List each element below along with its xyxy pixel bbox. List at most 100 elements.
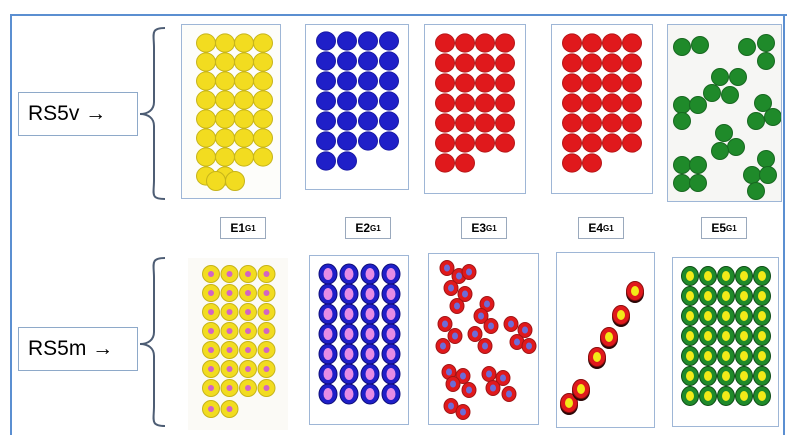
red-disc	[456, 94, 475, 112]
blue-disc	[359, 132, 378, 150]
red-disc	[563, 94, 582, 112]
yellow-ring-disc-core	[227, 347, 233, 353]
yellow-ring-disc-core	[227, 271, 233, 277]
yellow-disc	[197, 110, 216, 128]
red-disc	[603, 94, 622, 112]
panel-e4-rs5m	[556, 252, 655, 428]
red-ring-disc-core	[446, 369, 452, 376]
tag-e1-sub: G1	[245, 224, 256, 233]
green-ring-disc-core	[722, 291, 730, 301]
red-ring-disc-core	[488, 323, 494, 330]
red-disc	[456, 134, 475, 152]
green-ring-disc-core	[758, 391, 766, 401]
blue-ring-disc-core	[387, 308, 396, 320]
red-disc	[476, 54, 495, 72]
yellow-ring-disc-core	[227, 385, 233, 391]
yellow-disc	[254, 34, 273, 52]
red-disc	[456, 154, 475, 172]
red-disc	[563, 154, 582, 172]
yellow-disc	[254, 148, 273, 166]
blue-ring-disc-core	[324, 388, 333, 400]
blue-disc	[380, 52, 399, 70]
red-disc	[603, 114, 622, 132]
red-ring-disc-core	[450, 381, 456, 388]
red-disc	[603, 54, 622, 72]
green-ring-disc-core	[686, 271, 694, 281]
red-disc	[436, 114, 455, 132]
red-disc	[623, 74, 642, 92]
blue-ring-disc-core	[387, 348, 396, 360]
green-disc	[692, 37, 709, 54]
green-disc	[674, 97, 691, 114]
blue-ring-disc-core	[366, 288, 375, 300]
red-disc	[563, 54, 582, 72]
blue-disc	[359, 32, 378, 50]
yellow-ring-disc-core	[264, 271, 270, 277]
yellow-ring-disc-core	[264, 290, 270, 296]
blue-disc	[338, 92, 357, 110]
green-ring-disc-core	[740, 351, 748, 361]
red-disc	[623, 114, 642, 132]
blue-disc	[380, 32, 399, 50]
yellow-ring-disc-core	[264, 385, 270, 391]
green-ring-disc-core	[722, 271, 730, 281]
red-ring-disc-core	[490, 385, 496, 392]
red-disc	[436, 94, 455, 112]
green-disc	[704, 85, 721, 102]
green-disc	[739, 39, 756, 56]
green-disc	[760, 167, 777, 184]
blue-ring-disc-core	[345, 368, 354, 380]
red-disc	[456, 54, 475, 72]
red-disc	[583, 154, 602, 172]
green-disc	[722, 87, 739, 104]
red-disc	[436, 54, 455, 72]
blue-disc	[380, 112, 399, 130]
yellow-ring-disc-core	[264, 366, 270, 372]
blue-disc	[380, 92, 399, 110]
green-ring-disc-core	[758, 271, 766, 281]
red-disc	[623, 34, 642, 52]
green-ring-disc-core	[704, 371, 712, 381]
green-disc	[758, 53, 775, 70]
red-disc	[496, 94, 515, 112]
blue-disc	[338, 72, 357, 90]
green-ring-disc-core	[740, 391, 748, 401]
blue-disc	[380, 72, 399, 90]
yellow-ring-disc-core	[208, 347, 214, 353]
red-ring-disc-core	[486, 371, 492, 378]
blue-ring-disc-core	[345, 308, 354, 320]
blue-ring-disc-core	[366, 308, 375, 320]
green-ring-disc-core	[686, 391, 694, 401]
green-ring-disc-core	[740, 291, 748, 301]
red-ring-disc-core	[444, 265, 450, 272]
yellow-ring-disc-core	[245, 271, 251, 277]
row-label-rs5m-text: RS5m →	[28, 337, 113, 361]
blue-disc	[338, 52, 357, 70]
yellow-ring-disc-core	[264, 309, 270, 315]
red-disc	[476, 94, 495, 112]
red-disc	[496, 34, 515, 52]
row-label-rs5v-text: RS5v →	[28, 102, 106, 126]
yellow-disc	[207, 172, 226, 191]
yellow-ring-disc-core	[208, 290, 214, 296]
yellow-ring-disc-core	[227, 406, 233, 412]
green-disc	[674, 39, 691, 56]
green-ring-disc-core	[740, 311, 748, 321]
red-disc	[623, 94, 642, 112]
yellow-ring-disc-core	[208, 366, 214, 372]
blue-disc	[338, 112, 357, 130]
green-ring-disc-core	[704, 271, 712, 281]
red-disc	[476, 134, 495, 152]
frame-right-line	[783, 14, 785, 435]
blue-disc	[338, 132, 357, 150]
green-disc	[674, 157, 691, 174]
red-ring-disc-core	[460, 373, 466, 380]
red-disc	[456, 114, 475, 132]
blue-ring-disc-core	[324, 328, 333, 340]
